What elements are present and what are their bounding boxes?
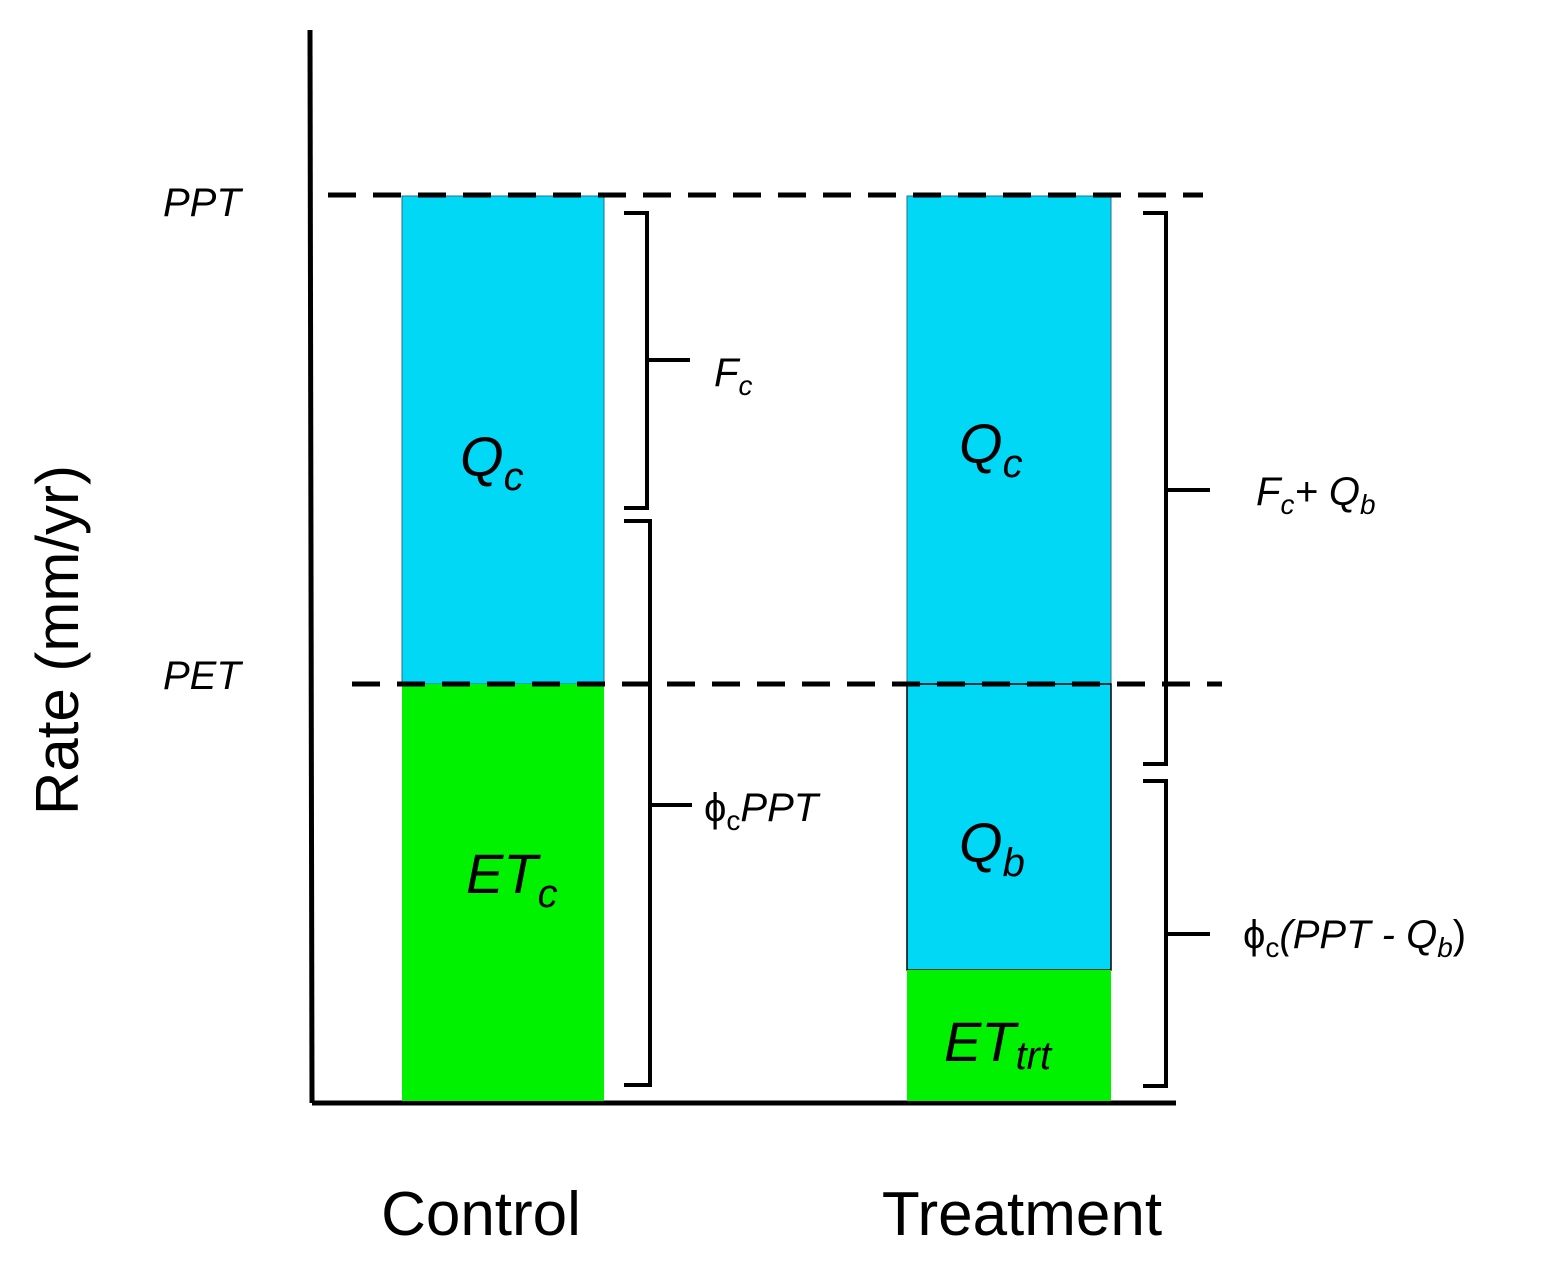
brace-control-upper	[624, 211, 690, 510]
treatment-runoff-label: Qc	[959, 412, 1023, 486]
y-axis	[307, 29, 315, 1104]
treatment-category-label: Treatment	[882, 1180, 1162, 1249]
brace-label-fc: Fc	[714, 351, 752, 401]
ppt-level-label: PPT	[163, 181, 243, 225]
control-category-label: Control	[381, 1180, 581, 1249]
treatment-et-bar	[907, 970, 1111, 1101]
treatment-runoff-bar	[906, 195, 1112, 685]
treatment-baseflow-label: Qb	[959, 811, 1025, 885]
pet-level-label: PET	[163, 654, 243, 698]
brace-label-phi-ppt-minus-qb: ϕc(PPT - Qb)	[1243, 913, 1466, 963]
control-et-bar	[402, 684, 604, 1101]
brace-label-fc-plus-qb: Fc+ Qb	[1256, 470, 1376, 520]
y-axis-label: Rate (mm/yr)	[24, 465, 91, 815]
treatment-baseflow-bar	[906, 683, 1112, 971]
control-runoff-label: Qc	[460, 425, 524, 499]
brace-treatment-lower	[1143, 779, 1210, 1088]
treatment-et-label: ETtrt	[944, 1010, 1053, 1078]
control-et-label: ETc	[466, 842, 558, 916]
brace-control-lower	[624, 519, 692, 1087]
brace-treatment-upper	[1143, 211, 1210, 766]
brace-label-phi-ppt: ϕcPPT	[704, 786, 821, 836]
